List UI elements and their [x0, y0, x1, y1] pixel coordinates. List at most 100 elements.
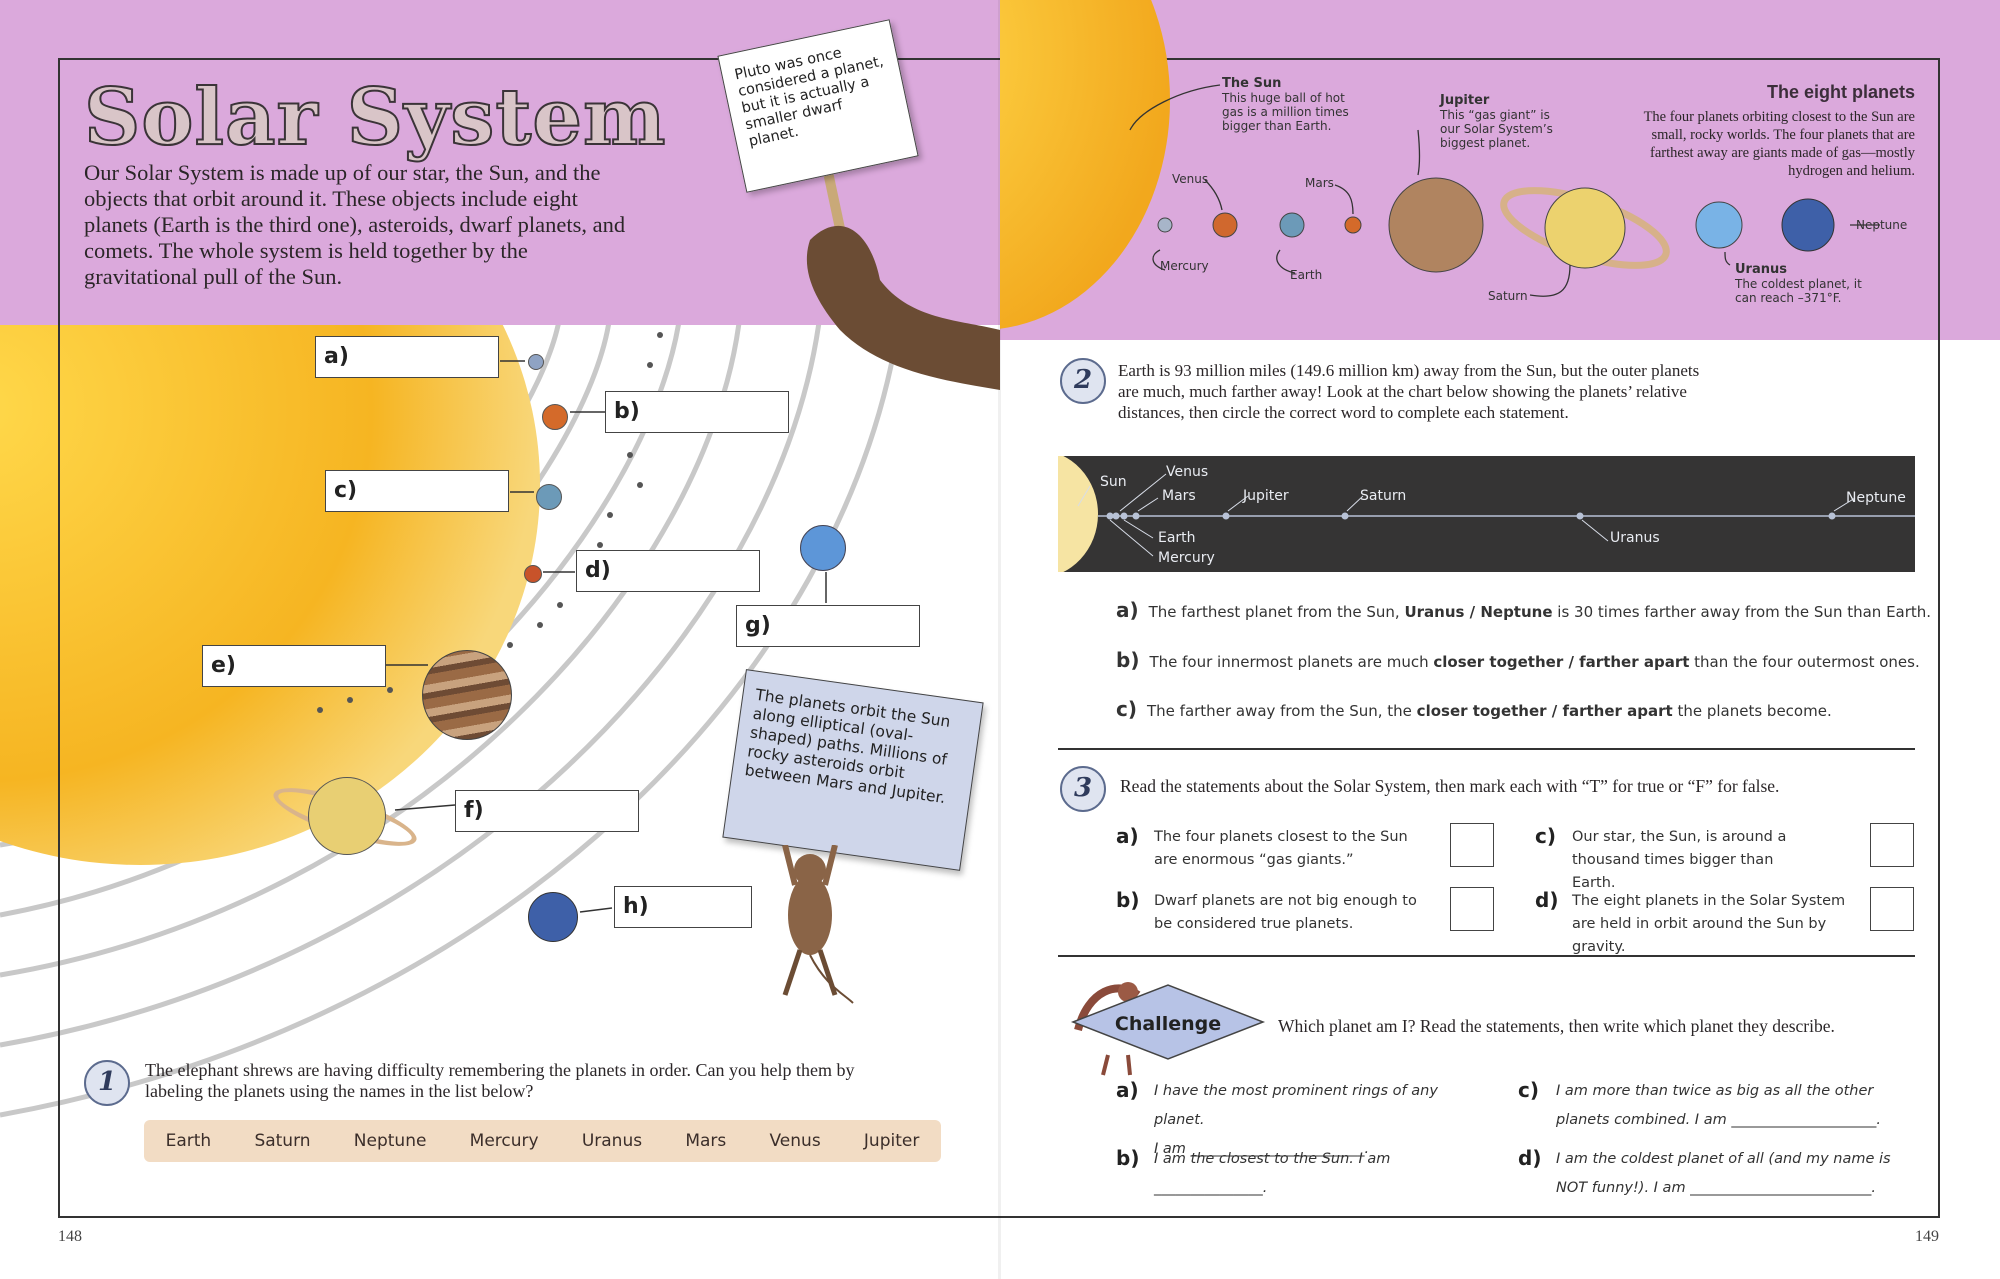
word-bank-item: Venus	[769, 1131, 821, 1151]
statement-options[interactable]: closer together / farther apart	[1433, 653, 1690, 671]
tf-answer-box-a[interactable]	[1450, 823, 1494, 867]
page-title: Solar System	[83, 71, 667, 164]
jupiter-label-desc: This “gas giant” is our Solar System’s b…	[1440, 108, 1553, 150]
statement-text-post: is 30 times farther away from the Sun th…	[1552, 603, 1932, 621]
planet-distance-chart: Sun Venus Mars Jupiter Saturn Neptune Ea…	[1058, 456, 1915, 572]
label-letter: c)	[334, 478, 358, 503]
saturn-icon	[1544, 187, 1626, 269]
question-3-text: Read the statements about the Solar Syst…	[1120, 776, 1780, 796]
label-box-f[interactable]: f)	[455, 790, 639, 832]
challenge-letter-b: b)	[1116, 1146, 1140, 1170]
page-frame	[58, 58, 1940, 1218]
label-box-g[interactable]: g)	[736, 605, 920, 647]
label-letter: b)	[614, 399, 640, 424]
planet-g	[800, 525, 846, 571]
planet-f	[268, 775, 422, 858]
chart-label-mercury: Mercury	[1158, 550, 1215, 566]
section-divider	[1058, 748, 1915, 750]
label-box-d[interactable]: d)	[576, 550, 760, 592]
chart-label-uranus: Uranus	[1610, 530, 1660, 546]
word-bank-item: Jupiter	[863, 1131, 920, 1151]
label-arrows	[385, 360, 827, 913]
planet-c	[536, 484, 562, 510]
chart-label-saturn: Saturn	[1360, 488, 1406, 504]
planet-h	[528, 892, 578, 942]
statement-text-pre: The four innermost planets are much	[1149, 653, 1434, 671]
challenge-answer-line[interactable]: I am ________________________.	[1154, 1141, 1370, 1157]
tf-letter-d: d)	[1535, 888, 1559, 912]
chart-label-neptune: Neptune	[1846, 490, 1906, 506]
label-letter: d)	[585, 558, 611, 583]
challenge-item-b[interactable]: I am the closest to the Sun. I am ______…	[1154, 1151, 1391, 1196]
label-box-h[interactable]: h)	[614, 886, 752, 928]
question-2-text: Earth is 93 million miles (149.6 million…	[1118, 361, 1700, 422]
q2-statement-a: a)The farthest planet from the Sun, Uran…	[1116, 598, 1931, 622]
mercury-icon	[1157, 217, 1173, 233]
mercury-label: Mercury	[1160, 259, 1209, 273]
word-bank-item: Saturn	[254, 1131, 311, 1151]
mars-label: Mars	[1305, 176, 1334, 190]
question-1-number: 1	[84, 1060, 130, 1106]
eight-planets-title: The eight planets	[1766, 82, 1915, 102]
word-bank-item: Uranus	[581, 1131, 643, 1151]
sun-illustration	[0, 325, 540, 865]
planet-a	[528, 354, 544, 370]
challenge-item-c[interactable]: I am more than twice as big as all the o…	[1556, 1077, 1926, 1135]
tf-answer-box-b[interactable]	[1450, 887, 1494, 931]
tf-letter-b: b)	[1116, 888, 1140, 912]
chart-label-earth: Earth	[1158, 530, 1196, 546]
label-box-e[interactable]: e)	[202, 645, 386, 687]
mars-icon	[1344, 216, 1362, 234]
earth-icon	[1279, 212, 1305, 238]
shrew-illustration	[782, 845, 854, 1004]
neptune-icon	[1781, 198, 1835, 252]
challenge-item-a[interactable]: I have the most prominent rings of any p…	[1154, 1077, 1474, 1164]
statement-letter: b)	[1116, 648, 1140, 672]
word-bank-item: Mercury	[469, 1131, 539, 1151]
word-bank-item: Earth	[165, 1131, 212, 1151]
q2-statement-b: b) The four innermost planets are much cl…	[1116, 648, 1920, 672]
tf-text-c: Our star, the Sun, is around a thousand …	[1572, 829, 1787, 891]
statement-options[interactable]: closer together / farther apart	[1416, 702, 1673, 720]
jupiter-icon	[1388, 177, 1484, 273]
challenge-letter-d: d)	[1518, 1146, 1542, 1170]
planet-d	[524, 565, 542, 583]
word-bank: Earth Saturn Neptune Mercury Uranus Mars…	[144, 1120, 941, 1162]
tf-answer-box-c[interactable]	[1870, 823, 1914, 867]
section-divider	[1058, 955, 1915, 957]
label-letter: e)	[211, 653, 236, 678]
word-bank-item: Mars	[685, 1131, 727, 1151]
statement-text-pre: The farther away from the Sun, the	[1147, 702, 1417, 720]
label-letter: h)	[623, 894, 649, 919]
word-bank-item: Neptune	[353, 1131, 427, 1151]
challenge-answer-line[interactable]: NOT funny!). I am ______________________…	[1556, 1180, 1877, 1196]
question-2-number: 2	[1060, 358, 1106, 404]
shrew-arm-illustration	[806, 170, 1000, 390]
book-spine	[998, 0, 1001, 1279]
question-3-number: 3	[1060, 766, 1106, 812]
intro-text: Our Solar System is made up of our star,…	[84, 160, 626, 289]
tf-letter-c: c)	[1535, 824, 1556, 848]
jupiter-label-title: Jupiter	[1440, 93, 1490, 108]
earth-label: Earth	[1290, 268, 1323, 282]
eight-planets-text: The four planets orbiting closest to the…	[1643, 109, 1915, 179]
venus-icon	[1212, 212, 1238, 238]
chart-label-sun: Sun	[1100, 474, 1127, 490]
venus-label: Venus	[1172, 172, 1209, 186]
page-number-right: 149	[1915, 1228, 1939, 1245]
challenge-answer-line[interactable]: planets combined. I am _________________…	[1556, 1112, 1881, 1128]
tf-answer-box-d[interactable]	[1870, 887, 1914, 931]
label-box-c[interactable]: c)	[325, 470, 509, 512]
challenge-letter-c: c)	[1518, 1078, 1539, 1102]
tf-letter-a: a)	[1116, 824, 1139, 848]
statement-options[interactable]: Uranus / Neptune	[1404, 603, 1553, 621]
challenge-item-d[interactable]: I am the coldest planet of all (and my n…	[1556, 1145, 1926, 1203]
uranus-label-title: Uranus	[1735, 262, 1787, 277]
label-box-b[interactable]: b)	[605, 391, 789, 433]
planets-header-illustration	[1000, 0, 1880, 329]
neptune-label: Neptune	[1856, 218, 1908, 232]
label-box-a[interactable]: a)	[315, 336, 499, 378]
